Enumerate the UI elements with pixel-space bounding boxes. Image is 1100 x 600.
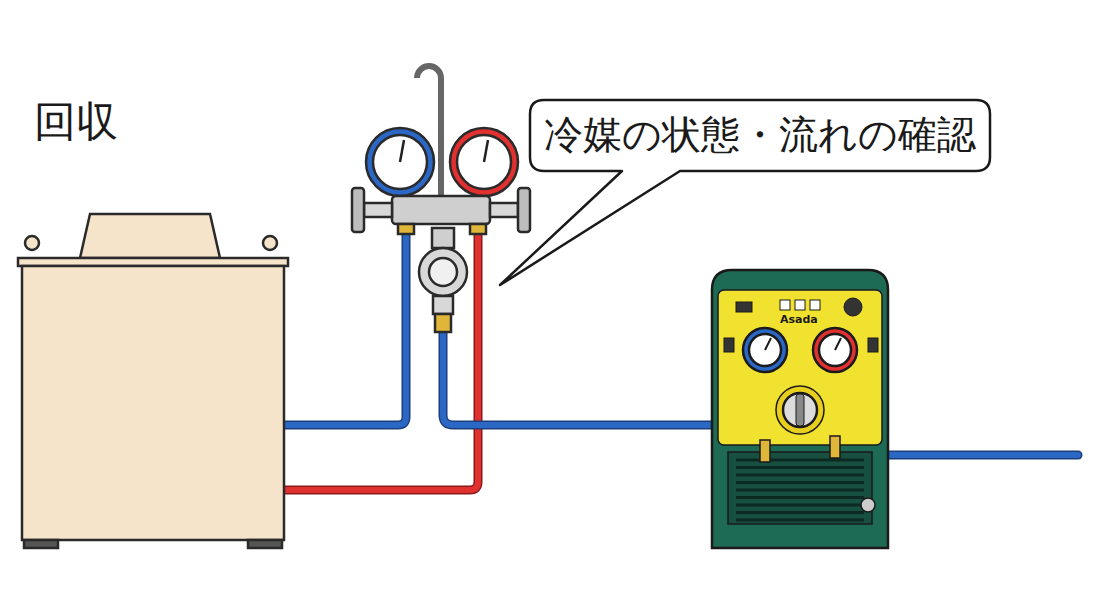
callout-text: 冷媒の状態・流れの確認 bbox=[544, 112, 976, 159]
callout-bubble: 冷媒の状態・流れの確認 bbox=[530, 100, 990, 171]
title: 回収 bbox=[34, 94, 118, 150]
brand-label: Asada bbox=[780, 314, 818, 325]
hoses bbox=[286, 228, 1078, 490]
refrigeration-unit bbox=[18, 214, 288, 548]
manifold-gauge bbox=[352, 66, 530, 332]
recovery-machine bbox=[712, 270, 888, 548]
